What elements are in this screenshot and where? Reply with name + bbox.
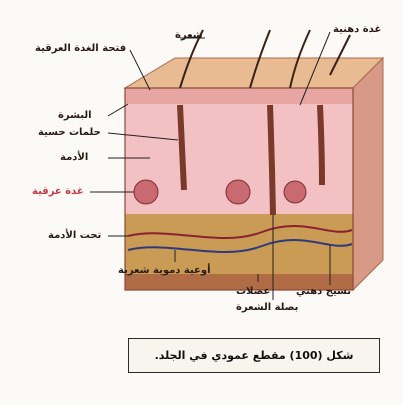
epidermis-layer: [125, 88, 353, 104]
label-sweat-gland: غدة عرقية: [32, 186, 84, 198]
figure-caption: شكل (100) مقطع عمودي في الجلد.: [155, 349, 354, 362]
label-hair-root: بصلة الشعرة: [236, 302, 298, 314]
skin-side-face: [353, 58, 383, 290]
hair-follicle: [180, 105, 184, 190]
label-muscles: عضلات: [236, 286, 270, 298]
label-dermis: الأدمة: [60, 152, 88, 164]
label-sebaceous-gland: غدة دهنية: [333, 24, 381, 36]
hair-follicle: [320, 105, 322, 185]
hair-follicle: [270, 105, 273, 215]
label-hair: شعرة: [175, 30, 203, 42]
sweat-gland-coil: [134, 180, 158, 204]
label-blood-vessels: أوعية دموية شعرية: [118, 265, 211, 277]
sweat-gland-coil: [284, 181, 306, 203]
label-hypodermis: تحت الأدمة: [48, 230, 101, 242]
figure-caption-box: شكل (100) مقطع عمودي في الجلد.: [128, 338, 380, 373]
label-epidermis: البشرة: [58, 110, 92, 122]
label-sensory-papillae: حلمات حسية: [38, 127, 101, 139]
label-sweat-pore: فتحة الغدة العرقية: [35, 43, 126, 55]
label-adipose-tissue: نسيج دهني: [296, 286, 351, 298]
sweat-gland-coil: [226, 180, 250, 204]
